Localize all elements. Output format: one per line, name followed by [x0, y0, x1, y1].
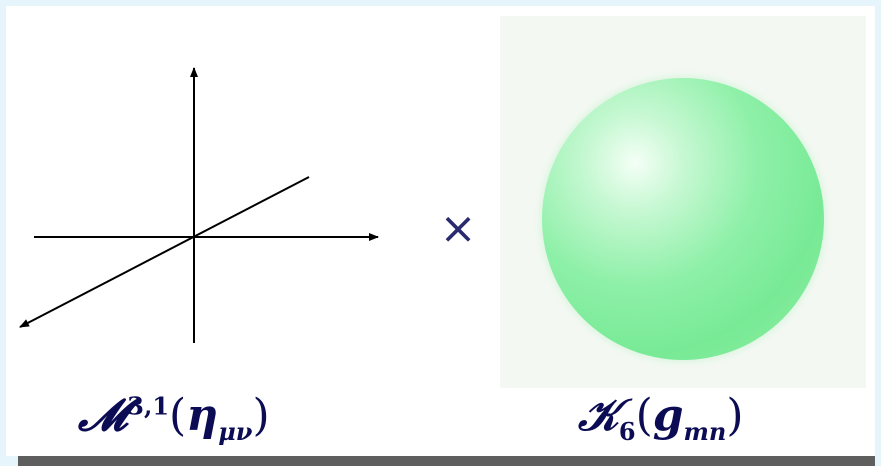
- minkowski-superscript: 3,1: [127, 391, 170, 421]
- metric-indices: mn: [683, 416, 727, 446]
- slide-shadow-bottom: [18, 456, 881, 466]
- cross-product-symbol: ×: [439, 203, 477, 254]
- metric-symbol: η: [186, 390, 219, 441]
- metric-symbol: g: [652, 390, 684, 441]
- open-paren: (: [635, 390, 653, 441]
- minkowski-space-label: 𝓜3,1(ημν): [78, 388, 270, 444]
- diagonal-axis: [19, 176, 310, 328]
- compact-space-sphere: [542, 78, 824, 360]
- compact-symbol: 𝒦: [578, 390, 619, 441]
- close-paren: ): [726, 390, 744, 441]
- open-paren: (: [169, 390, 187, 441]
- minkowski-symbol: 𝓜: [78, 390, 128, 441]
- compact-dimension: 6: [618, 416, 636, 446]
- slide-shadow-right: [875, 14, 881, 466]
- metric-indices: μν: [218, 416, 253, 446]
- close-paren: ): [252, 390, 270, 441]
- compact-manifold-panel: [500, 16, 866, 388]
- compact-space-label: 𝒦6(gmn): [578, 388, 744, 444]
